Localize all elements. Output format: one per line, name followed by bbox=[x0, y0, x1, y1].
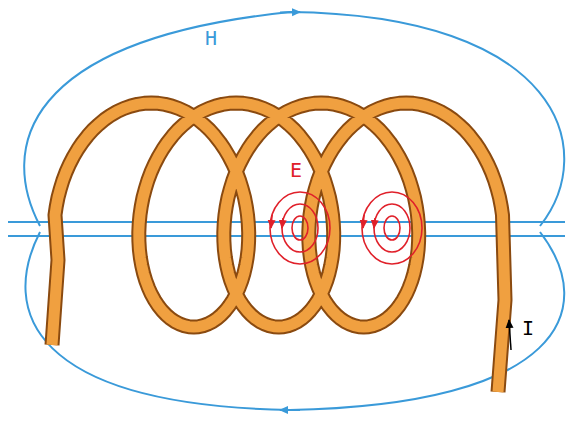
coil-wire bbox=[52, 103, 505, 392]
e-field-loops bbox=[270, 192, 422, 264]
current-label: I bbox=[522, 318, 534, 338]
coil-wire bbox=[52, 103, 505, 392]
coil-winding bbox=[52, 103, 505, 392]
h-field-lines bbox=[8, 12, 565, 410]
current-arrow bbox=[509, 320, 511, 350]
field-label: H bbox=[205, 28, 217, 48]
field-label: E bbox=[290, 160, 302, 180]
